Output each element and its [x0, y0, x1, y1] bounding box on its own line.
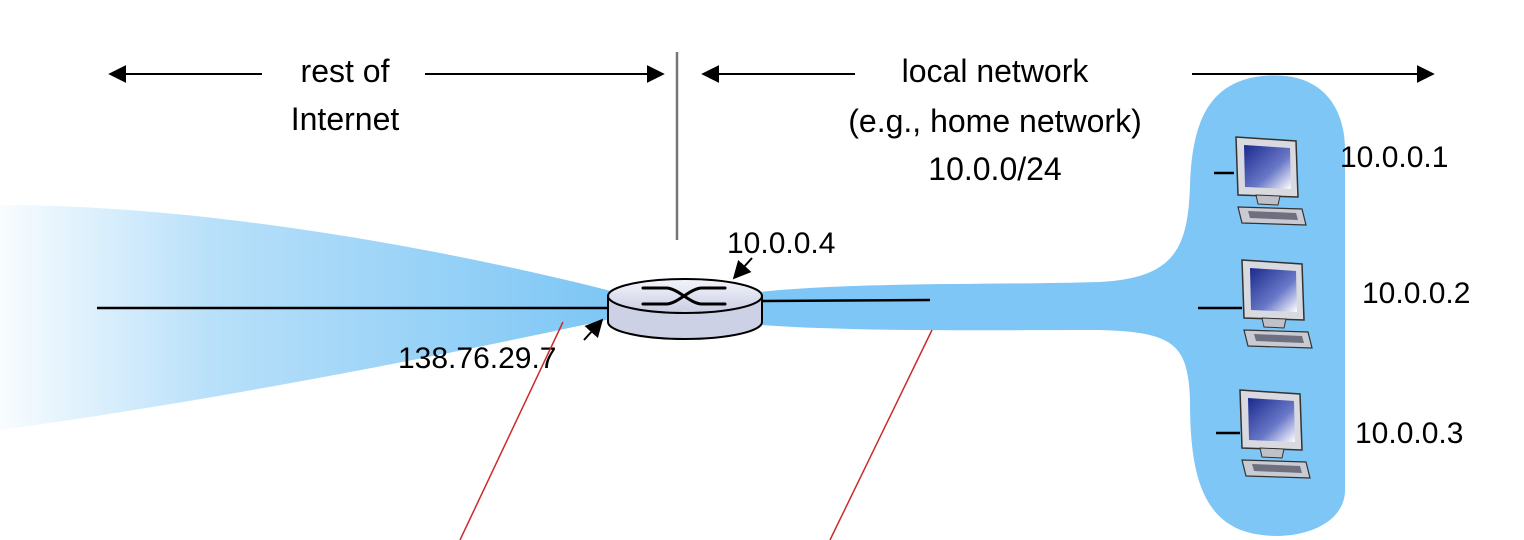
- wan-callout-line: [459, 321, 564, 540]
- router-wan-pointer: [583, 318, 604, 341]
- rest-of-internet-label-line2: Internet: [291, 101, 400, 137]
- local-network-cloud: [760, 75, 1345, 536]
- router-lan-address: 10.0.0.4: [727, 227, 835, 260]
- host-2-address: 10.0.0.2: [1362, 277, 1470, 310]
- host-1: [1214, 136, 1307, 226]
- host-2: [1198, 259, 1313, 349]
- local-network-subnet: 10.0.0/24: [928, 151, 1061, 187]
- router-crossover-icon: [641, 286, 727, 306]
- internet-cloud: [0, 205, 615, 430]
- host-1-address: 10.0.0.1: [1340, 141, 1448, 174]
- lan-callout-line: [829, 329, 933, 540]
- router-lan-pointer: [732, 257, 753, 280]
- host-3: [1216, 389, 1311, 479]
- rest-of-internet-label-line1: rest of: [301, 53, 390, 89]
- local-network-label-line1: local network: [902, 53, 1090, 89]
- nat-router: [607, 278, 763, 340]
- host-3-address: 10.0.0.3: [1355, 417, 1463, 450]
- local-network-label-line2: (e.g., home network): [848, 103, 1141, 139]
- router-wan-address: 138.76.29.7: [398, 342, 556, 375]
- lan-link: [761, 298, 931, 303]
